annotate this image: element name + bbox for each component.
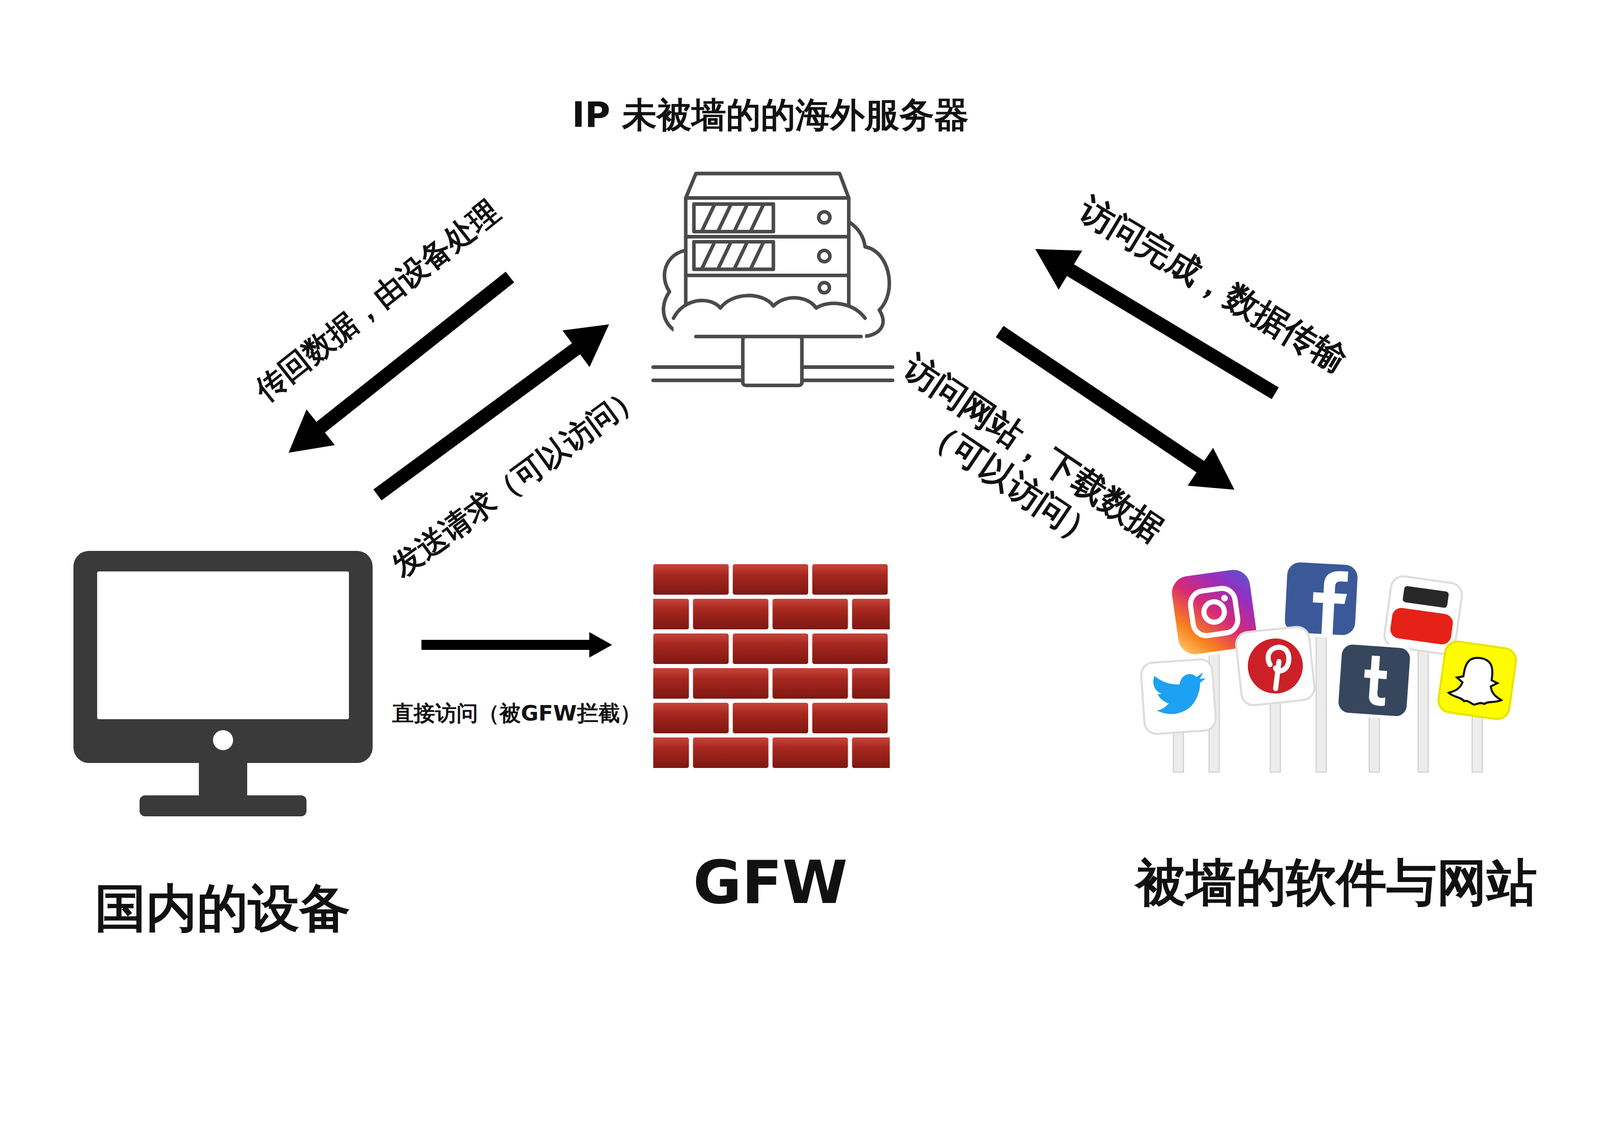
social-icons-part-part (1140, 658, 1217, 735)
social-icons-part (1173, 696, 1483, 773)
social-icons-part-part (1362, 655, 1389, 707)
social-icons-part (1140, 658, 1217, 735)
server-icon-part (653, 173, 893, 386)
edge-label: 直接访问（被GFW拦截） (389, 700, 645, 727)
server-icon (653, 163, 893, 393)
firewall-node: GFW (653, 564, 890, 773)
social-icons-part-part (1436, 639, 1518, 721)
arrow-head (1187, 447, 1235, 490)
social-icons-part-part (1402, 585, 1450, 608)
monitor-icon-part (139, 795, 307, 817)
social-icons-part-part (1369, 711, 1380, 773)
firewall-icon (653, 564, 890, 773)
arrow-head (1035, 249, 1083, 290)
server-icon-part-part (693, 204, 774, 270)
social-icons-part-part (1245, 635, 1306, 697)
social-icons-part-part (1202, 600, 1226, 624)
server-icon-part-part (685, 173, 849, 199)
social-icons-part (1335, 642, 1413, 719)
social-icons-part-part (1389, 606, 1455, 646)
website-node: 被墙的软件与网站 (1111, 555, 1546, 773)
arrow-head (288, 409, 336, 453)
firewall-icon-part (653, 564, 890, 773)
arrow-shaft (320, 276, 510, 428)
edge-label: 传回数据，由设备处理 (248, 192, 507, 409)
social-icons-part-part (1447, 654, 1507, 709)
monitor-icon-part (198, 762, 248, 797)
social-icons-part-part (1335, 642, 1413, 719)
monitor-icon (73, 550, 373, 817)
social-icons-part-part (1267, 646, 1292, 690)
edge-label: 发送请求（可以访问） (384, 376, 649, 585)
social-icons-part-part (1282, 560, 1360, 638)
server-icon-part-part (819, 282, 830, 293)
monitor-icon-part (73, 550, 373, 764)
social-icons-part-part (1311, 569, 1349, 637)
device-node: 国内的设备 (73, 550, 373, 817)
social-icons-part (1282, 560, 1360, 638)
social-icons (1111, 555, 1546, 773)
server-icon-part-part (818, 211, 831, 224)
device-label: 国内的设备 (94, 877, 351, 939)
server-icon-part-part (685, 197, 849, 312)
social-icons-part (1436, 639, 1518, 721)
arrow-shaft (421, 639, 591, 650)
social-icons-part-part (1472, 711, 1483, 773)
server-icon-part-part (742, 336, 803, 386)
firewall-label: GFW (693, 846, 848, 919)
social-icons-part-part (1188, 586, 1240, 638)
monitor-icon-part (212, 730, 234, 751)
monitor-icon-part (97, 571, 349, 720)
website-label: 被墙的软件与网站 (1135, 852, 1538, 913)
server-heading: IP 未被墙的的海外服务器 (571, 93, 969, 136)
social-icons-part-part (1173, 727, 1184, 773)
social-icons-part-part (1235, 625, 1316, 707)
edge-label: 访问完成，数据传输 (1072, 188, 1355, 380)
server-node: IP 未被墙的的海外服务器 (653, 163, 893, 393)
server-icon-part-part (673, 295, 866, 339)
server-icon-part-part (701, 205, 764, 269)
social-icons-part-part (1220, 594, 1229, 603)
edge-label: 访问网站，下载数据 （可以访问） (865, 340, 1180, 589)
social-icons-part-part (1270, 696, 1281, 773)
server-icon-part-part (653, 367, 893, 381)
server-icon-part-part (818, 250, 831, 262)
social-icons-part-part (1153, 672, 1209, 716)
connector-arrow (421, 632, 613, 658)
arrow-head (562, 324, 609, 368)
server-icon-part-part (673, 295, 866, 319)
arrow-head (589, 632, 613, 658)
social-icons-part-part (1418, 645, 1429, 773)
social-icons-part-part (1316, 629, 1327, 773)
social-icons-part (1235, 625, 1316, 707)
